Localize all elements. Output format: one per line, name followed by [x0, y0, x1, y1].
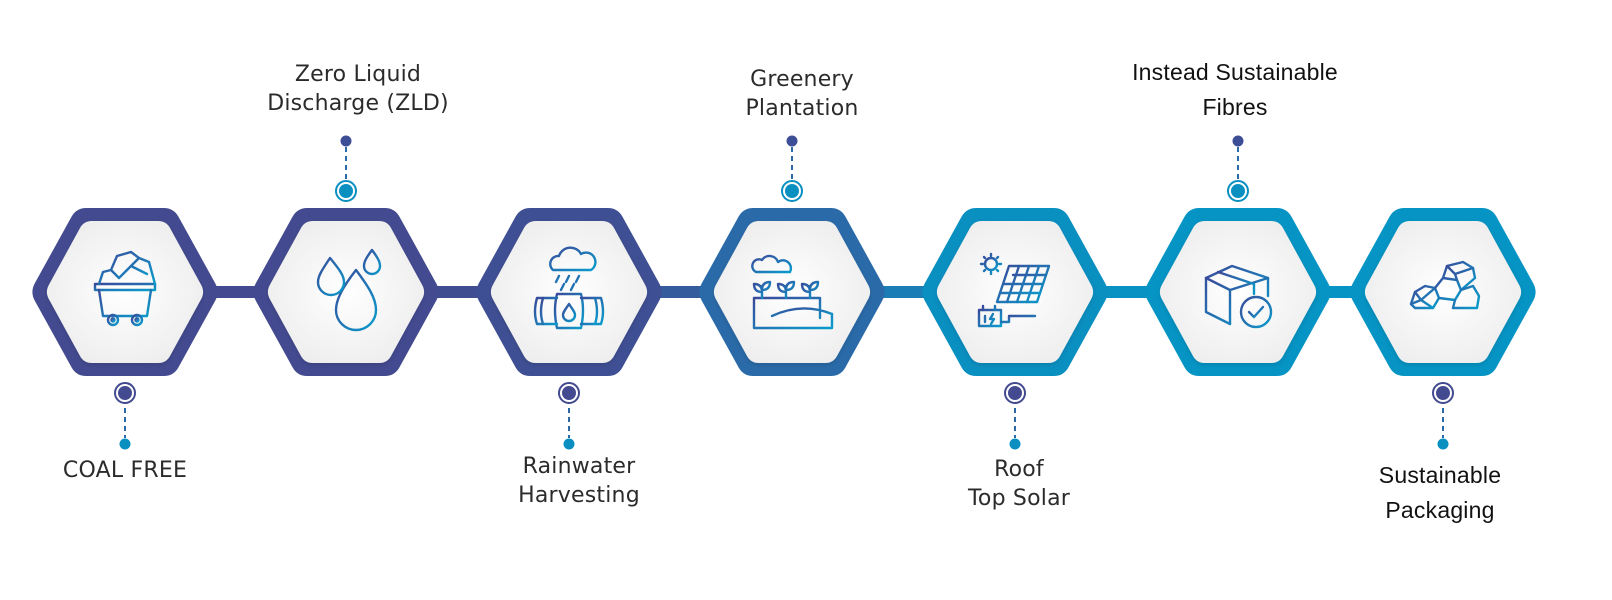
pins	[114, 135, 1454, 450]
pin-end-dot	[1437, 438, 1449, 450]
pin-solar	[1004, 382, 1026, 450]
label-coal-free: COAL FREE	[63, 456, 187, 485]
pin-ring-dot	[1436, 386, 1450, 400]
pin-end-dot	[1009, 438, 1021, 450]
connector	[1102, 286, 1151, 298]
pin-zld	[335, 135, 357, 202]
label-line: COAL FREE	[62, 458, 188, 483]
hexagon-rainwater	[476, 208, 662, 376]
label-line: Top Solar	[968, 486, 1070, 511]
hexagon-zld	[253, 208, 439, 376]
pin-end-dot	[563, 438, 575, 450]
label-line: Discharge (ZLD)	[267, 91, 449, 116]
pin-ring-dot	[562, 386, 576, 400]
rain-barrel-icon	[533, 246, 605, 330]
pin-rainwater	[558, 382, 580, 450]
hexagon-solar	[922, 208, 1108, 376]
solar-panel-icon	[977, 252, 1051, 328]
connector	[212, 286, 259, 298]
pin-end-dot	[1232, 135, 1244, 147]
connector	[433, 286, 482, 298]
hexagon-inner	[490, 221, 648, 363]
hexagons	[32, 208, 1536, 376]
label-line: Sustainable	[1378, 462, 1502, 488]
stones-icon	[1409, 260, 1481, 310]
pin-fibres	[1227, 135, 1249, 202]
pin-end-dot	[786, 135, 798, 147]
connector	[879, 286, 928, 298]
pin-ring-dot	[339, 184, 353, 198]
hexagon-greenery	[699, 208, 885, 376]
pin-packaging	[1432, 382, 1454, 450]
pin-ring-dot	[1008, 386, 1022, 400]
label-line: Packaging	[1385, 497, 1495, 523]
plantation-icon	[751, 254, 834, 330]
pin-greenery	[781, 135, 803, 202]
box-check-icon	[1204, 264, 1273, 329]
label-line: Instead Sustainable	[1132, 59, 1338, 85]
label-line: Harvesting	[518, 483, 640, 508]
label-line: Zero Liquid	[294, 62, 422, 87]
hexagon-inner	[267, 221, 425, 363]
label-line: Rainwater	[522, 454, 636, 479]
pin-end-dot	[340, 135, 352, 147]
pin-coal-free	[114, 382, 136, 450]
hexagon-packaging	[1350, 208, 1536, 376]
hexagon-inner	[1159, 221, 1317, 363]
hexagon-inner	[1364, 221, 1522, 363]
coal-cart-icon	[89, 250, 161, 328]
pin-ring-dot	[1231, 184, 1245, 198]
hexagon-coal-free	[32, 208, 218, 376]
pin-ring-dot	[785, 184, 799, 198]
label-line: Fibres	[1202, 94, 1268, 120]
connector	[656, 286, 705, 298]
pin-end-dot	[119, 438, 131, 450]
connector	[1325, 286, 1356, 298]
water-drops-icon	[316, 248, 382, 332]
label-line: Greenery	[750, 67, 854, 92]
connectors	[212, 286, 1356, 298]
label-line: Plantation	[745, 96, 859, 121]
hexagon-fibres	[1145, 208, 1331, 376]
hexagon-inner	[46, 221, 204, 363]
label-line: Roof	[994, 457, 1044, 482]
pin-ring-dot	[118, 386, 132, 400]
